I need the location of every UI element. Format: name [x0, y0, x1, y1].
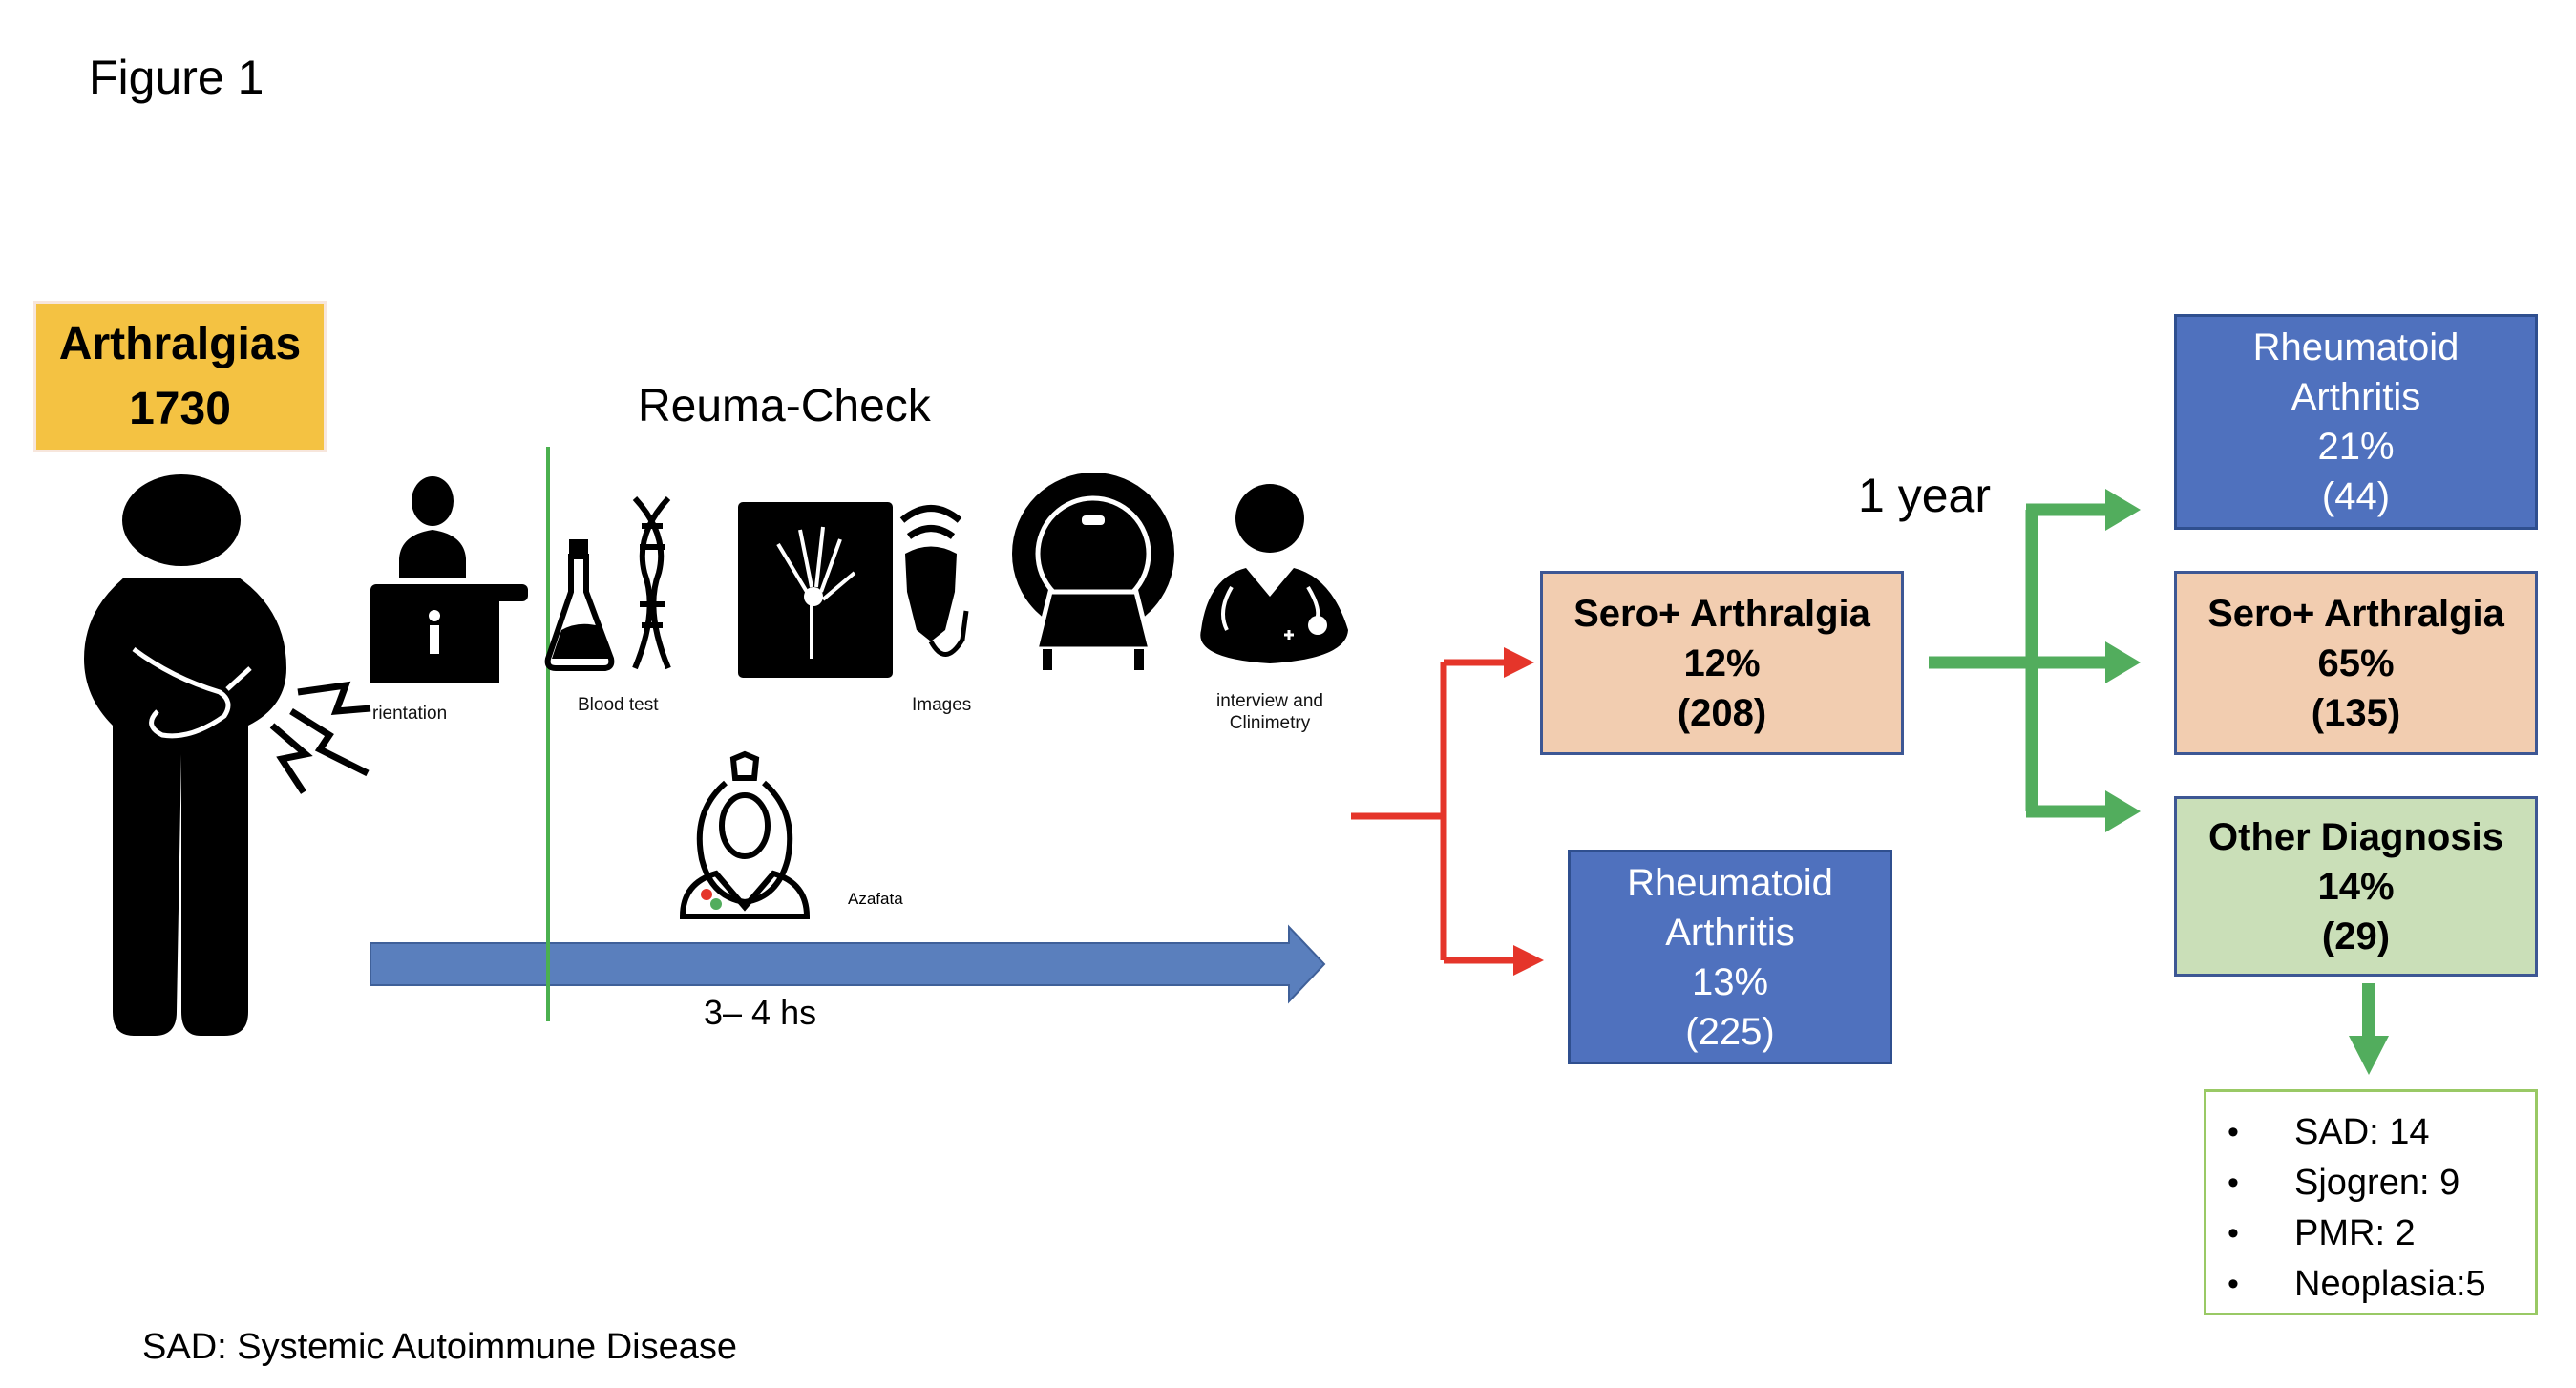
step-label-blood-test: Blood test — [578, 695, 659, 715]
bullet: • — [2228, 1165, 2239, 1201]
figure-title: Figure 1 — [89, 51, 264, 104]
node-count: (208) — [1677, 691, 1767, 734]
node-count: (29) — [2321, 915, 2391, 957]
other-diagnosis-breakdown: • SAD: 14 • Sjogren: 9 • PMR: 2 • Neoplasia:… — [2204, 1089, 2538, 1315]
node-label: Sero+ Arthralgia — [1573, 592, 1870, 635]
footnote: SAD: Systemic Autoimmune Disease — [142, 1327, 738, 1367]
reception-desk-icon — [370, 476, 528, 683]
breakdown-text: Neoplasia:5 — [2294, 1264, 2486, 1304]
node-count: (135) — [2311, 691, 2401, 734]
azafata-label: Azafata — [848, 890, 903, 908]
breakdown-item: • PMR: 2 — [2206, 1209, 2535, 1259]
step-label-images: Images — [912, 695, 972, 715]
bullet: • — [2228, 1215, 2239, 1251]
node-label-line1: Rheumatoid — [2252, 326, 2460, 368]
node-percent: 65% — [2317, 641, 2395, 684]
arthralgias-count: 1730 — [129, 383, 231, 434]
red-branch-connector — [1351, 647, 1544, 976]
green-branch-connector — [1929, 489, 2389, 1075]
node-label: Other Diagnosis — [2208, 815, 2503, 858]
follow-up-interval: 1 year — [1858, 469, 1991, 522]
arthralgias-label: Arthralgias — [58, 319, 302, 370]
breakdown-item: • SAD: 14 — [2206, 1107, 2535, 1158]
reuma-check-title: Reuma-Check — [638, 381, 931, 431]
imaging-icon — [738, 473, 1174, 678]
timeline-arrow — [370, 924, 1326, 1004]
node-label-line2: Arthritis — [2291, 376, 2421, 418]
rheumatoid-arthritis-node-followup: Rheumatoid Arthritis 21% (44) — [2174, 314, 2538, 530]
node-percent: 12% — [1683, 641, 1761, 684]
sero-positive-arthralgia-node: Sero+ Arthralgia 12% (208) — [1540, 571, 1904, 755]
breakdown-text: Sjogren: 9 — [2294, 1163, 2460, 1203]
breakdown-item: • Sjogren: 9 — [2206, 1158, 2535, 1209]
node-label-line2: Arthritis — [1665, 911, 1795, 954]
node-label-line1: Rheumatoid — [1627, 861, 1833, 904]
node-percent: 21% — [2317, 426, 2395, 468]
breakdown-text: SAD: 14 — [2294, 1112, 2430, 1152]
node-count: (225) — [1685, 1010, 1775, 1053]
rheumatoid-arthritis-node-initial: Rheumatoid Arthritis 13% (225) — [1568, 850, 1892, 1064]
node-percent: 13% — [1691, 960, 1769, 1003]
nurse-icon — [679, 750, 811, 919]
step-label-interview: interview and Clinimetry — [1216, 691, 1323, 733]
node-count: (44) — [2321, 475, 2391, 517]
node-percent: 14% — [2317, 865, 2395, 908]
other-diagnosis-node: Other Diagnosis 14% (29) — [2174, 796, 2538, 977]
node-label: Sero+ Arthralgia — [2207, 592, 2504, 635]
bullet: • — [2228, 1114, 2239, 1150]
arthralgias-node: Arthralgias 1730 — [33, 301, 327, 452]
bullet: • — [2228, 1266, 2239, 1302]
doctor-icon — [1200, 484, 1348, 663]
person-pain-icon — [84, 474, 371, 1036]
step-label-orientation: rientation — [372, 704, 448, 724]
sero-positive-arthralgia-node-followup: Sero+ Arthralgia 65% (135) — [2174, 571, 2538, 755]
breakdown-text: PMR: 2 — [2294, 1213, 2416, 1253]
blood-test-icon — [544, 495, 671, 671]
duration-label: 3– 4 hs — [704, 993, 817, 1032]
breakdown-item: • Neoplasia:5 — [2206, 1259, 2535, 1310]
